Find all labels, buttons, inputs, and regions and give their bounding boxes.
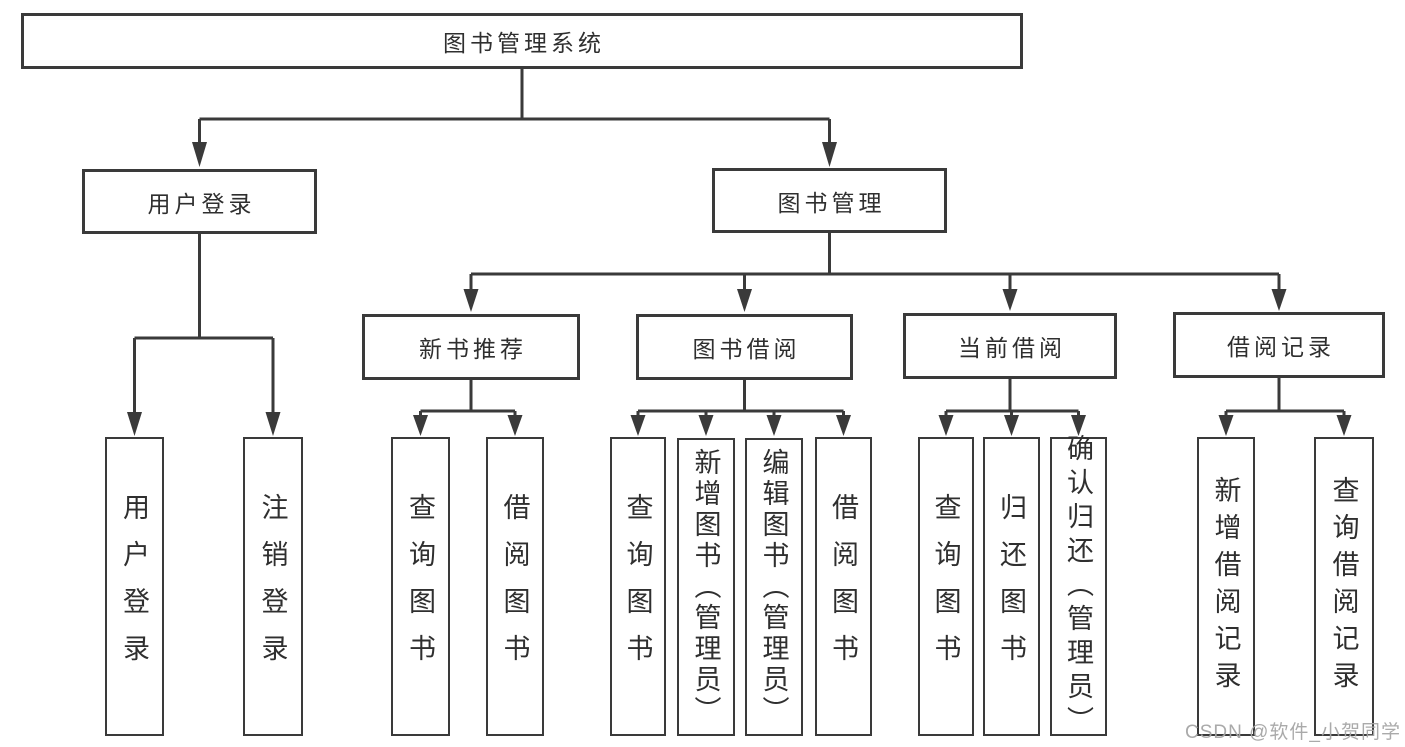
arrowhead <box>463 289 479 312</box>
leaf-return-books: 归还图书 <box>983 437 1040 736</box>
watermark: CSDN @软件_小贺同学 <box>1185 722 1401 743</box>
node-label: 图书借阅 <box>692 336 801 362</box>
arrowhead <box>1004 415 1019 436</box>
arrowhead <box>836 415 851 436</box>
arrowhead <box>698 415 714 436</box>
arrowhead <box>192 142 207 167</box>
leaf-label: 借阅图书 <box>499 492 530 681</box>
arrowhead <box>938 415 954 436</box>
connector-book-management-to-level3 <box>469 233 1281 293</box>
leaf-label: 借阅图书 <box>828 492 858 681</box>
arrowhead <box>1002 289 1018 311</box>
node-label: 当前借阅 <box>958 335 1066 361</box>
arrowhead <box>630 415 646 436</box>
node-borrowing-records: 借阅记录 <box>1173 312 1385 378</box>
node-label: 新书推荐 <box>419 336 527 362</box>
leaf-borrow-books-borrowing: 借阅图书 <box>815 437 872 736</box>
connector-root-to-level2 <box>198 69 831 146</box>
leaf-label: 确认归还（管理员） <box>1063 433 1093 740</box>
leaf-confirm-return-admin: 确认归还（管理员） <box>1050 434 1107 740</box>
leaf-search-books-current: 查询图书 <box>918 437 974 736</box>
node-label: 图书管理系统 <box>443 30 605 56</box>
leaf-label: 新增图书（管理员） <box>690 447 721 727</box>
leaf-user-login: 用户登录 <box>105 437 164 736</box>
node-library-management-system: 图书管理系统 <box>21 13 1023 69</box>
arrowhead <box>413 415 428 436</box>
node-label: 借阅记录 <box>1227 334 1335 360</box>
node-label: 图书管理 <box>777 189 886 216</box>
arrowhead <box>1271 289 1287 311</box>
node-new-book-recommendation: 新书推荐 <box>362 314 580 380</box>
leaf-logout: 注销登录 <box>243 437 303 736</box>
connector-current-borrow-to-leaves <box>944 379 1080 420</box>
arrowhead <box>1336 415 1352 436</box>
arrowhead <box>1218 415 1234 436</box>
arrowhead <box>737 289 752 312</box>
node-current-borrowing: 当前借阅 <box>903 313 1117 379</box>
arrowhead <box>766 415 782 436</box>
leaf-add-books-admin: 新增图书（管理员） <box>677 438 735 736</box>
arrowhead <box>265 412 281 436</box>
leaf-label: 新增借阅记录 <box>1210 475 1241 698</box>
leaf-edit-books-admin: 编辑图书（管理员） <box>745 438 803 736</box>
node-label: 用户登录 <box>147 190 256 217</box>
leaf-label: 编辑图书（管理员） <box>758 447 789 727</box>
connector-new-book-to-leaves <box>419 380 517 420</box>
leaf-label: 查询借阅记录 <box>1328 475 1359 698</box>
node-book-borrowing: 图书借阅 <box>636 314 853 380</box>
leaf-label: 查询图书 <box>405 492 435 681</box>
leaf-add-borrow-record: 新增借阅记录 <box>1197 437 1255 736</box>
connector-borrow-records-to-leaves <box>1224 378 1346 420</box>
arrowhead <box>1071 415 1086 436</box>
leaf-label: 用户登录 <box>119 492 149 681</box>
arrowhead <box>822 142 837 167</box>
leaf-search-borrow-record: 查询借阅记录 <box>1314 437 1374 736</box>
leaf-label: 查询图书 <box>930 492 961 681</box>
leaf-search-books-borrowing: 查询图书 <box>610 437 666 736</box>
leaf-label: 归还图书 <box>996 492 1026 681</box>
node-user-login: 用户登录 <box>82 169 317 234</box>
leaf-label: 查询图书 <box>622 492 653 681</box>
arrowhead <box>507 415 523 436</box>
leaf-borrow-books-recommend: 借阅图书 <box>486 437 544 736</box>
arrowhead <box>127 412 142 436</box>
leaf-search-books-recommend: 查询图书 <box>391 437 450 736</box>
connector-book-borrow-to-leaves <box>636 380 845 420</box>
connector-user-login-to-leaves <box>133 234 275 417</box>
leaf-label: 注销登录 <box>257 492 288 681</box>
node-book-management: 图书管理 <box>712 168 947 233</box>
